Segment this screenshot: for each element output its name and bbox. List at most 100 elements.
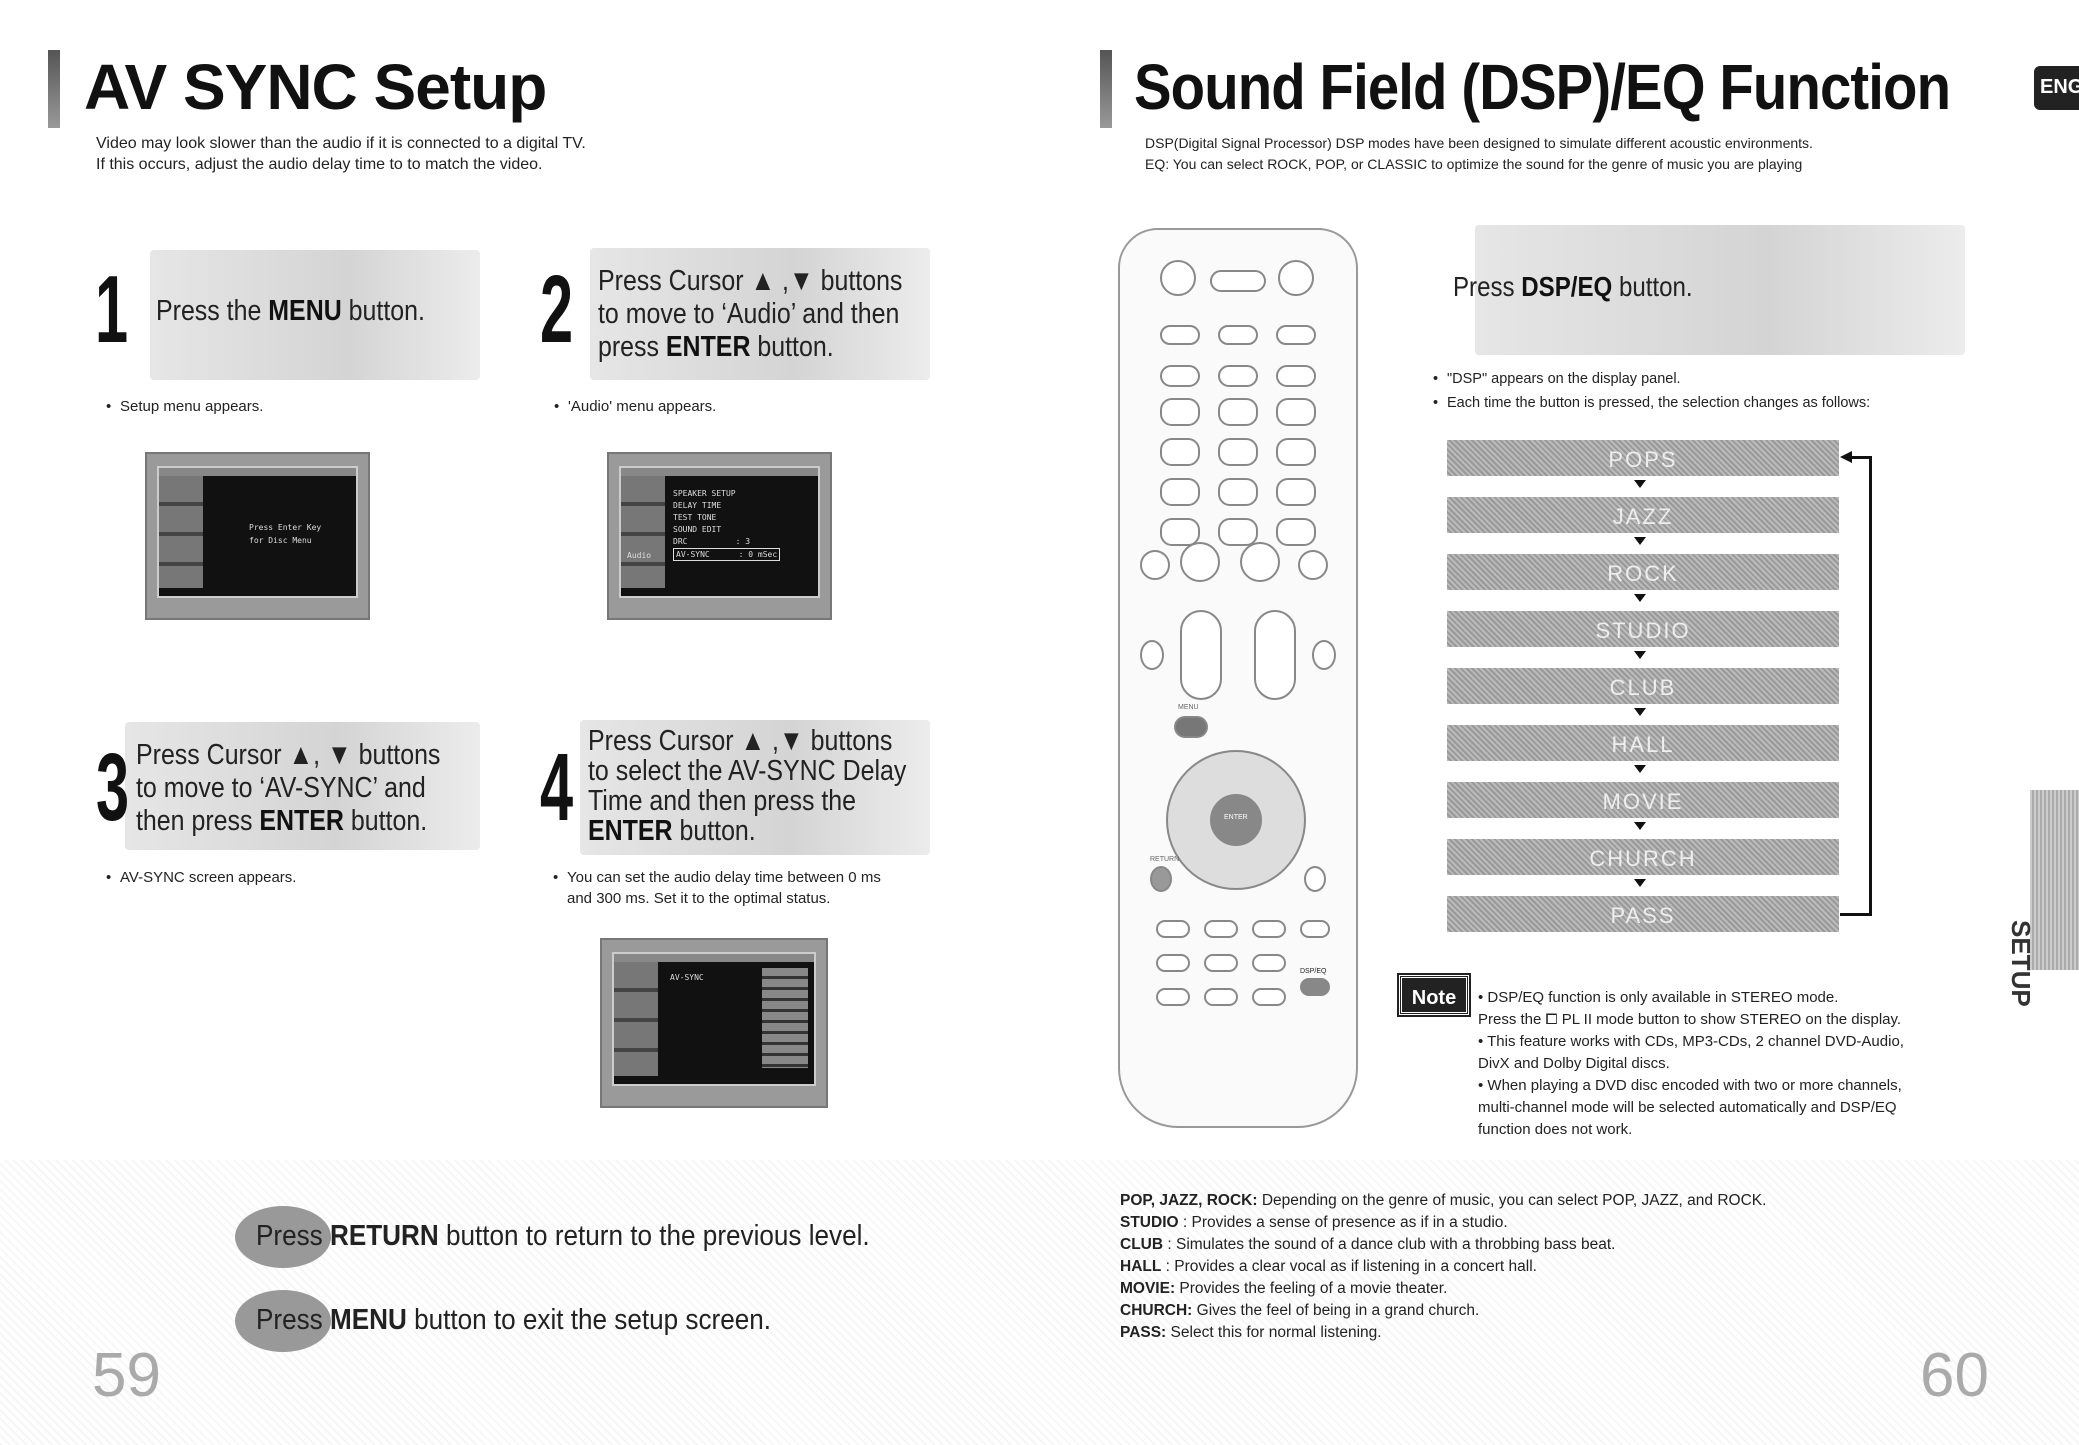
num-button-5: [1218, 398, 1258, 426]
num-button-6: [1276, 398, 1316, 426]
return-button-label: RETURN: [1150, 856, 1180, 863]
enter-button: [1210, 794, 1262, 846]
mute-button: [1304, 866, 1326, 892]
step-4-line-4: ENTER button.: [588, 815, 756, 847]
step-4-line-1: Press Cursor ▲ ,▼ buttons: [588, 725, 893, 757]
language-tab-label: ENG: [2040, 76, 2079, 98]
dsp-step-box: [1475, 225, 1965, 355]
dsp-mode-hall: HALL: [1447, 725, 1839, 761]
step-1-bullet: Setup menu appears.: [106, 396, 263, 417]
return-button: [1150, 866, 1172, 892]
av-sync-screen: AV-SYNC: [600, 938, 828, 1108]
dsp-mode-pops: POPS: [1447, 440, 1839, 476]
title-bar-left: [48, 50, 60, 128]
lower-button-10: [1252, 988, 1286, 1006]
tuning-rocker: [1254, 610, 1296, 700]
screen-4-line-1: AV-SYNC: [670, 973, 704, 982]
legend-studio: STUDIO : Provides a sense of presence as…: [1120, 1214, 1508, 1231]
num-button-7: [1160, 438, 1200, 466]
screen-2-line-6: AV-SYNC : 0 mSec: [673, 548, 781, 561]
note-tag: Note: [1397, 973, 1471, 1017]
legend-church: CHURCH: Gives the feel of being in a gra…: [1120, 1302, 1480, 1319]
loop-line-top: [1850, 456, 1872, 459]
note-line-4: DivX and Dolby Digital discs.: [1478, 1055, 1670, 1072]
screen-2-line-2: DELAY TIME: [673, 501, 722, 510]
screen-2-line-1: SPEAKER SETUP: [673, 489, 736, 498]
page-title-left: AV SYNC Setup: [84, 51, 547, 123]
note-line-2: Press the ⧠ PL II mode button to show ST…: [1478, 1011, 1902, 1028]
step-2-line-1: Press Cursor ▲ ,▼ buttons: [598, 265, 903, 297]
step-1-text: Press the MENU button.: [156, 295, 425, 327]
setup-side-tab: [2030, 790, 2079, 970]
dsp-arrow-6: [1634, 765, 1646, 773]
note-line-3: • This feature works with CDs, MP3-CDs, …: [1478, 1033, 1904, 1050]
dsp-mode-club: CLUB: [1447, 668, 1839, 704]
num-button-12: [1276, 478, 1316, 506]
footer-pattern: [0, 1160, 2079, 1445]
mode-button: [1210, 270, 1266, 292]
menu-button: [1174, 716, 1208, 738]
step-3-bullet: AV-SYNC screen appears.: [106, 867, 296, 888]
language-tab: [2034, 66, 2079, 110]
page-title-right: Sound Field (DSP)/EQ Function: [1134, 51, 1951, 123]
menu-button-label: MENU: [1178, 704, 1199, 711]
step-4-box: [580, 720, 930, 855]
num-button-14: [1218, 518, 1258, 546]
step-2-line-2: to move to ‘Audio’ and then: [598, 298, 900, 330]
note-line-7: function does not work.: [1478, 1121, 1633, 1138]
setup-side-tab-label: SETUP: [2006, 920, 2036, 1007]
power-button: [1160, 260, 1196, 296]
num-button-1: [1160, 365, 1200, 387]
func-button-1: [1160, 325, 1200, 345]
skip-forward-button: [1298, 550, 1328, 580]
dsp-mode-jazz: JAZZ: [1447, 497, 1839, 533]
footer-circle-2: [235, 1290, 331, 1352]
num-button-10: [1160, 478, 1200, 506]
step-1-box: [150, 250, 480, 380]
num-button-13: [1160, 518, 1200, 546]
num-button-15: [1276, 518, 1316, 546]
audio-menu-screen: SPEAKER SETUP DELAY TIME TEST TONE SOUND…: [607, 452, 832, 620]
loop-line-vertical: [1869, 456, 1872, 916]
note-line-6: multi-channel mode will be selected auto…: [1478, 1099, 1897, 1116]
screen-2-line-4: SOUND EDIT: [673, 525, 722, 534]
step-3-line-2: to move to ‘AV-SYNC’ and: [136, 772, 426, 804]
func-button-2: [1218, 325, 1258, 345]
enter-button-label: ENTER: [1224, 814, 1248, 821]
screen-2-line-3: TEST TONE: [673, 513, 717, 522]
title-bar-right: [1100, 50, 1112, 128]
dsp-eq-button-label: DSP/EQ: [1300, 968, 1327, 975]
open-close-button: [1278, 260, 1314, 296]
func-button-3: [1276, 325, 1316, 345]
dsp-arrow-3: [1634, 594, 1646, 602]
setup-menu-screen: Press Enter Key for Disc Menu: [145, 452, 370, 620]
step-2-number: 2: [540, 256, 574, 363]
step-2-line-3: press ENTER button.: [598, 331, 834, 363]
skip-back-button: [1140, 550, 1170, 580]
page-number-left: 59: [92, 1341, 161, 1410]
dsp-mode-movie: MOVIE: [1447, 782, 1839, 818]
step-3-line-1: Press Cursor ▲, ▼ buttons: [136, 739, 441, 771]
intro-left-line-2: If this occurs, adjust the audio delay t…: [96, 156, 543, 173]
dsp-bullet-1: "DSP" appears on the display panel.: [1433, 369, 1681, 390]
screen-1-line-2: for Disc Menu: [249, 536, 312, 545]
step-4-number: 4: [540, 734, 574, 841]
screen-2-side-label: Audio: [627, 551, 652, 560]
dsp-mode-rock: ROCK: [1447, 554, 1839, 590]
side-button-right: [1312, 640, 1336, 670]
play-pause-button: [1180, 542, 1220, 582]
legend-pass: PASS: Select this for normal listening.: [1120, 1324, 1382, 1341]
dsp-arrow-8: [1634, 879, 1646, 887]
step-4-bullet-line-2: and 300 ms. Set it to the optimal status…: [567, 890, 831, 907]
note-line-5: • When playing a DVD disc encoded with t…: [1478, 1077, 1902, 1094]
volume-rocker: [1180, 610, 1222, 700]
num-button-9: [1276, 438, 1316, 466]
lower-button-3: [1252, 920, 1286, 938]
step-4-line-2: to select the AV-SYNC Delay: [588, 755, 907, 787]
step-3-line-3: then press ENTER button.: [136, 805, 428, 837]
dsp-step-text: Press DSP/EQ button.: [1453, 271, 1693, 302]
legend-hall: HALL : Provides a clear vocal as if list…: [1120, 1258, 1537, 1275]
step-4-bullet-line-1: You can set the audio delay time between…: [553, 867, 881, 888]
step-1-number: 1: [95, 256, 129, 363]
footer-menu-line: Press MENU button to exit the setup scre…: [256, 1304, 771, 1336]
